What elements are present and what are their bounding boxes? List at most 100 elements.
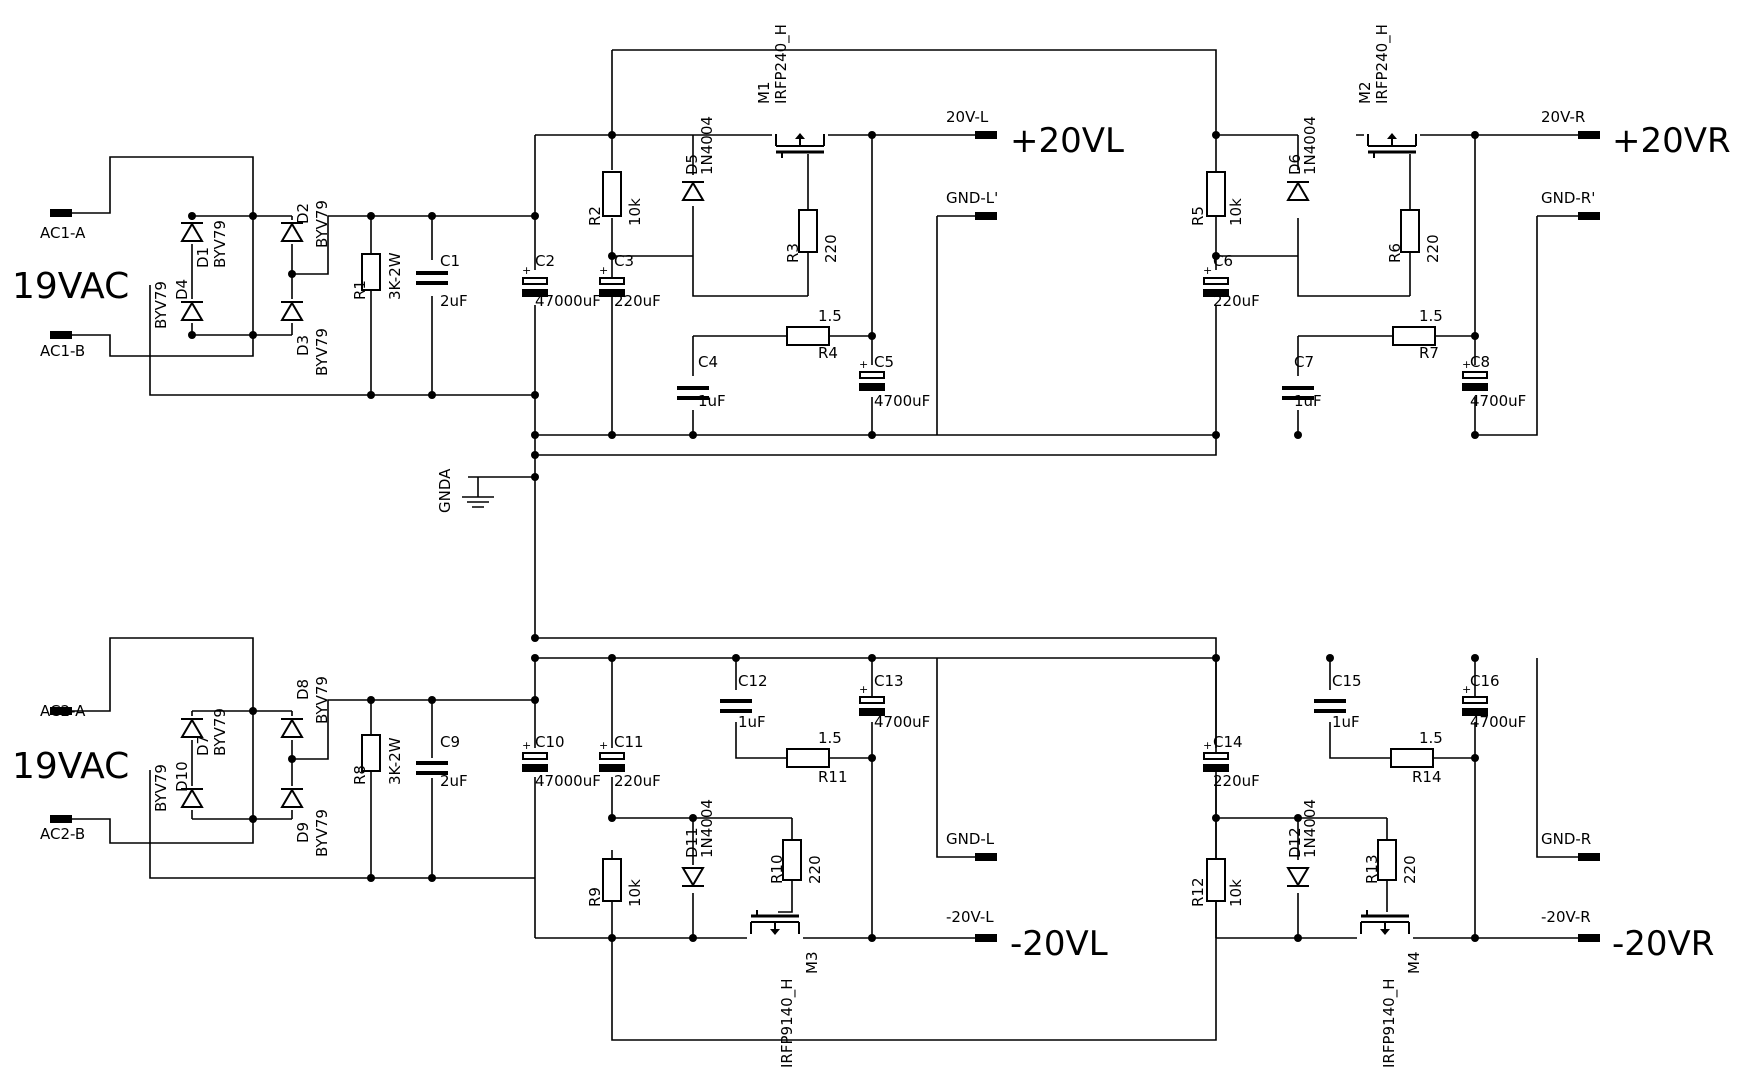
val-M4: IRFP9140_H <box>1380 979 1399 1068</box>
val-C7: 1uF <box>1294 392 1322 410</box>
mosfet-M1 <box>772 122 828 158</box>
val-C15: 1uF <box>1332 713 1360 731</box>
svg-text:+: + <box>522 739 531 752</box>
ref-C2: C2 <box>535 252 555 270</box>
val-D3: BYV79 <box>313 328 331 376</box>
val-C3: 220uF <box>614 292 661 310</box>
junction-dot <box>608 131 616 139</box>
ref-M3: M3 <box>803 952 821 975</box>
ref-C3: C3 <box>614 252 634 270</box>
minus-20vl-label: -20VL <box>1010 924 1108 964</box>
junction-dot <box>428 212 436 220</box>
ref-R13: R13 <box>1363 854 1381 884</box>
junction-dot <box>531 391 539 399</box>
val-D1: BYV79 <box>211 220 229 268</box>
junction-dot <box>868 431 876 439</box>
val-M3: IRFP9140_H <box>778 979 797 1068</box>
capacitor-C9 <box>416 758 448 778</box>
ref-C12: C12 <box>738 672 768 690</box>
diode-D8 <box>280 716 304 740</box>
wire <box>70 49 1580 1041</box>
capacitor-C3: + <box>598 264 626 297</box>
val-R6: 220 <box>1424 234 1442 263</box>
ref-C16: C16 <box>1470 672 1500 690</box>
pad-gndlp <box>975 212 997 220</box>
val-R10: 220 <box>806 855 824 884</box>
ref-C15: C15 <box>1332 672 1362 690</box>
junction-dot <box>288 270 296 278</box>
ref-C10: C10 <box>535 733 565 751</box>
junction-dot <box>249 212 257 220</box>
junction-dot <box>1326 654 1334 662</box>
val-R4: 1.5 <box>818 307 842 325</box>
plus-20vl-label: +20VL <box>1010 121 1124 161</box>
junction-dot <box>689 814 697 822</box>
val-D4: BYV79 <box>152 281 170 329</box>
conn-m20vr: -20V-R <box>1541 908 1591 926</box>
resistor-R5 <box>1206 171 1226 217</box>
val-C5: 4700uF <box>874 392 930 410</box>
junction-dot <box>868 131 876 139</box>
val-C12: 1uF <box>738 713 766 731</box>
conn-ac1b: AC1-B <box>40 342 85 360</box>
ref-R14: R14 <box>1412 768 1442 786</box>
conn-gndl: GND-L <box>946 830 995 848</box>
diode-D10 <box>180 786 204 810</box>
junction-dot <box>1212 431 1220 439</box>
resistor-R4 <box>786 326 830 346</box>
junction-dot <box>531 634 539 642</box>
junction-dot <box>608 654 616 662</box>
conn-ac2a: AC2-A <box>40 702 86 720</box>
pad-m20vr <box>1578 934 1600 942</box>
ref-R10: R10 <box>768 854 786 884</box>
ref-R8: R8 <box>351 765 369 785</box>
junction-dot <box>1212 252 1220 260</box>
plus-20vr-label: +20VR <box>1612 121 1731 161</box>
junction-dot <box>608 814 616 822</box>
capacitor-C5: + <box>858 358 886 391</box>
capacitor-C15 <box>1314 696 1346 716</box>
junction-dot <box>531 473 539 481</box>
junction-dot <box>428 391 436 399</box>
junction-dot <box>1471 934 1479 942</box>
junction-dot <box>1212 654 1220 662</box>
junction-dot <box>868 754 876 762</box>
resistor-R9 <box>602 858 622 902</box>
val-R8: 3K-2W <box>386 737 404 785</box>
ref-D10: D10 <box>173 761 191 792</box>
diode-D9 <box>280 786 304 810</box>
ac-input-top-label: 19VAC <box>12 266 129 307</box>
ref-R12: R12 <box>1189 877 1207 907</box>
ref-R1: R1 <box>351 280 369 300</box>
junction-dot <box>188 212 196 220</box>
components: ++++++++++ <box>180 122 1489 946</box>
pad-ac2a <box>50 707 72 715</box>
svg-text:+: + <box>1462 358 1471 371</box>
val-C8: 4700uF <box>1470 392 1526 410</box>
diode-D4 <box>180 299 204 323</box>
pad-gndrp <box>1578 212 1600 220</box>
pad-ac2b <box>50 815 72 823</box>
ref-D4: D4 <box>173 279 191 300</box>
conn-20vr: 20V-R <box>1541 108 1585 126</box>
resistor-R11 <box>786 748 830 768</box>
val-R12: 10k <box>1227 879 1245 907</box>
val-C11: 220uF <box>614 772 661 790</box>
val-R13: 220 <box>1401 855 1419 884</box>
ref-R2: R2 <box>586 206 604 226</box>
val-R7: 1.5 <box>1419 307 1443 325</box>
conn-gnda: GNDA <box>436 468 454 513</box>
ref-D9: D9 <box>294 822 312 843</box>
labels: 19VAC 19VAC +20VL +20VR -20VL -20VR AC1-… <box>12 24 1731 1068</box>
val-C4: 1uF <box>698 392 726 410</box>
ref-R9: R9 <box>586 887 604 907</box>
junction-dot <box>1471 654 1479 662</box>
diode-D11 <box>681 865 705 889</box>
val-R11: 1.5 <box>818 729 842 747</box>
mosfet-M3 <box>747 910 803 946</box>
capacitor-C11: + <box>598 739 626 772</box>
svg-text:+: + <box>1203 264 1212 277</box>
pad-20vl <box>975 131 997 139</box>
val-M2: IRFP240_H <box>1373 24 1392 104</box>
ac-input-bottom-label: 19VAC <box>12 746 129 787</box>
